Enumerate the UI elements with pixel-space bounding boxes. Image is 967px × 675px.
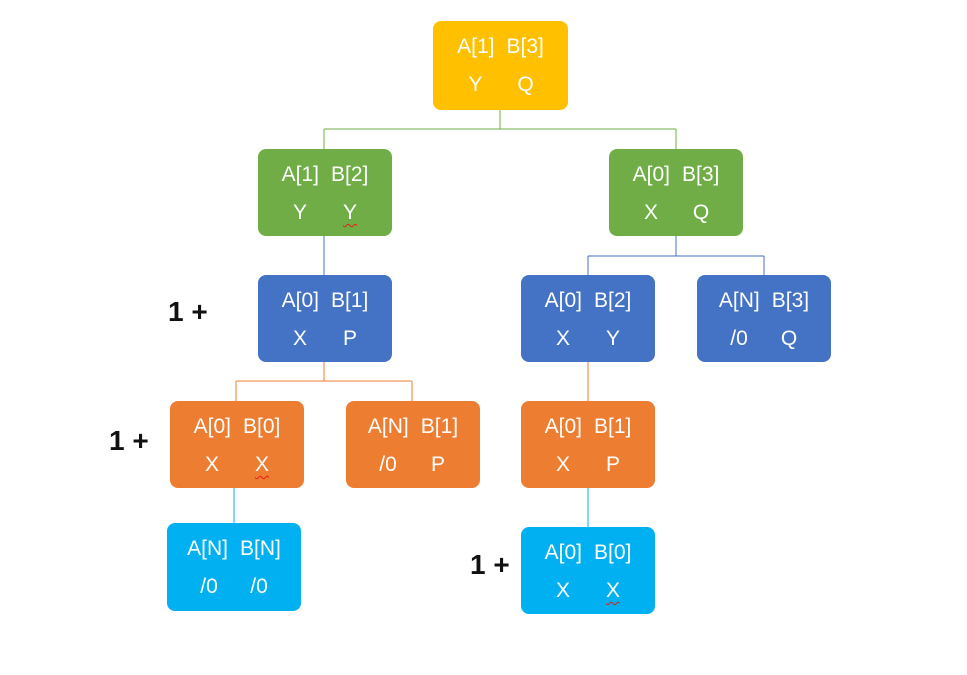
node-rll-a: A[0] (544, 415, 582, 438)
node-rlll-x: X (555, 579, 570, 602)
node-rl: A[0] B[2] X Y (521, 275, 655, 362)
node-rl-a: A[0] (544, 289, 582, 312)
node-r-x: X (643, 201, 658, 224)
node-llr-y: P (430, 453, 445, 476)
node-lll-b: B[0] (243, 415, 281, 438)
node-rlll-a: A[0] (544, 541, 582, 564)
node-rr-y: Q (780, 327, 798, 350)
node-rr-x: /0 (730, 327, 748, 350)
annotation-plus-one-lll: 1 + (109, 425, 149, 456)
node-rlll-b: B[0] (594, 541, 632, 564)
node-llr-x: /0 (379, 453, 397, 476)
node-rll-y: P (605, 453, 620, 476)
node-llr-a: A[N] (367, 415, 409, 438)
node-l-b: B[2] (331, 163, 369, 186)
annotation-plus-one-rlll: 1 + (470, 549, 510, 580)
node-rl-y: Y (605, 327, 620, 350)
node-rlll-y: X (605, 579, 620, 602)
node-root-y: Q (517, 73, 534, 96)
node-l: A[1] B[2] Y Y (258, 149, 392, 236)
node-rlll: A[0] B[0] X X (521, 527, 655, 614)
node-ll-a: A[0] (281, 289, 319, 312)
node-rll-b: B[1] (594, 415, 632, 438)
node-ll-b: B[1] (331, 289, 369, 312)
node-llr-b: B[1] (420, 415, 459, 438)
node-r: A[0] B[3] X Q (609, 149, 743, 236)
node-ll-x: X (292, 327, 307, 350)
node-r-b: B[3] (682, 163, 720, 186)
node-l-a: A[1] (281, 163, 319, 186)
node-llll-y: /0 (250, 575, 268, 598)
node-ll-y: P (342, 327, 357, 350)
node-rr: A[N] B[3] /0 Q (697, 275, 831, 362)
node-llll-b: B[N] (240, 537, 281, 560)
node-r-y: Q (692, 201, 710, 224)
node-llr: A[N] B[1] /0 P (346, 401, 480, 488)
node-lll: A[0] B[0] X X (170, 401, 304, 488)
node-root-x: Y (468, 73, 483, 96)
node-r-a: A[0] (632, 163, 670, 186)
node-l-y: Y (342, 201, 357, 224)
node-ll: A[0] B[1] X P (258, 275, 392, 362)
node-lll-y: X (254, 453, 269, 476)
node-root-b: B[3] (506, 35, 544, 58)
node-rl-x: X (555, 327, 570, 350)
node-l-x: Y (292, 201, 307, 224)
node-rr-b: B[3] (771, 289, 810, 312)
node-llll-a: A[N] (187, 537, 228, 560)
node-lll-x: X (204, 453, 219, 476)
node-rll-x: X (555, 453, 570, 476)
node-root: A[1] B[3] Y Q (433, 21, 568, 110)
node-root-a: A[1] (457, 35, 495, 58)
annotation-plus-one-ll: 1 + (168, 296, 208, 327)
node-llll: A[N] B[N] /0 /0 (167, 523, 301, 611)
node-rl-b: B[2] (594, 289, 632, 312)
node-rll: A[0] B[1] X P (521, 401, 655, 488)
node-llll-x: /0 (200, 575, 218, 598)
node-lll-a: A[0] (193, 415, 231, 438)
node-rr-a: A[N] (718, 289, 760, 312)
